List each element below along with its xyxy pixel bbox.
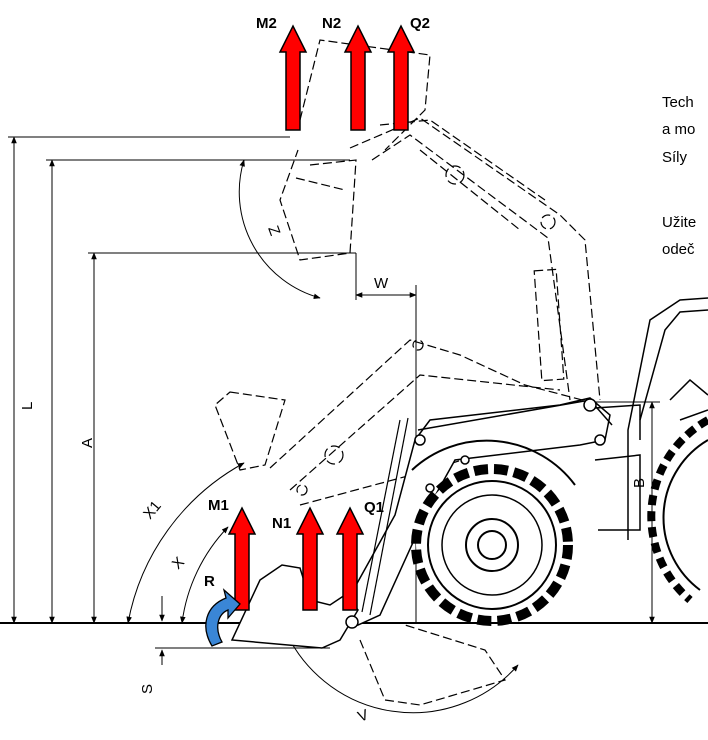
angle-z-label: Z: [264, 224, 283, 238]
angle-z-arc: [238, 159, 321, 300]
force-arrow-q1: [335, 506, 365, 611]
angle-x1-arc: [126, 462, 245, 624]
side-text-line1: Tech: [662, 94, 694, 111]
force-label-q2: Q2: [410, 15, 430, 32]
side-text-line2: a mo: [662, 121, 696, 138]
force-label-n2: N2: [322, 15, 341, 32]
dimension-w-label: W: [374, 275, 389, 292]
dimension-a-label: A: [79, 438, 96, 448]
force-arrow-m2: [278, 24, 308, 131]
side-text-line5: odeč: [662, 241, 695, 258]
lowered-bucket: [230, 564, 359, 649]
angle-v-arc: [284, 629, 519, 714]
angle-x1-label: X1: [140, 498, 165, 523]
rotation-arrow-r: [205, 588, 241, 647]
angle-v-label: V: [356, 706, 371, 725]
side-text-line3: Síly: [662, 149, 688, 166]
side-text-line4: Užite: [662, 214, 697, 231]
rotation-label-r: R: [204, 573, 215, 590]
force-arrow-m1: [227, 506, 257, 611]
force-arrow-n2: [343, 24, 373, 131]
dimension-l-label: L: [19, 402, 36, 410]
raised-bucket: [279, 39, 431, 261]
lowered-boom: [344, 397, 613, 626]
dimension-s-label: S: [139, 684, 156, 694]
force-label-n1: N1: [272, 515, 291, 532]
front-wheel: [411, 439, 576, 626]
raised-boom: [349, 117, 601, 401]
angle-x-label: X: [169, 554, 188, 573]
tilted-bucket: [359, 624, 506, 706]
force-arrow-n1: [295, 506, 325, 611]
force-label-m2: M2: [256, 15, 277, 32]
force-arrow-q2: [386, 24, 416, 131]
tractor-body: [594, 297, 708, 540]
force-label-q1: Q1: [364, 499, 384, 516]
dimension-l: [8, 136, 290, 624]
angle-x-arc: [180, 526, 229, 624]
force-label-m1: M1: [208, 497, 229, 514]
rear-wheel: [647, 416, 708, 604]
